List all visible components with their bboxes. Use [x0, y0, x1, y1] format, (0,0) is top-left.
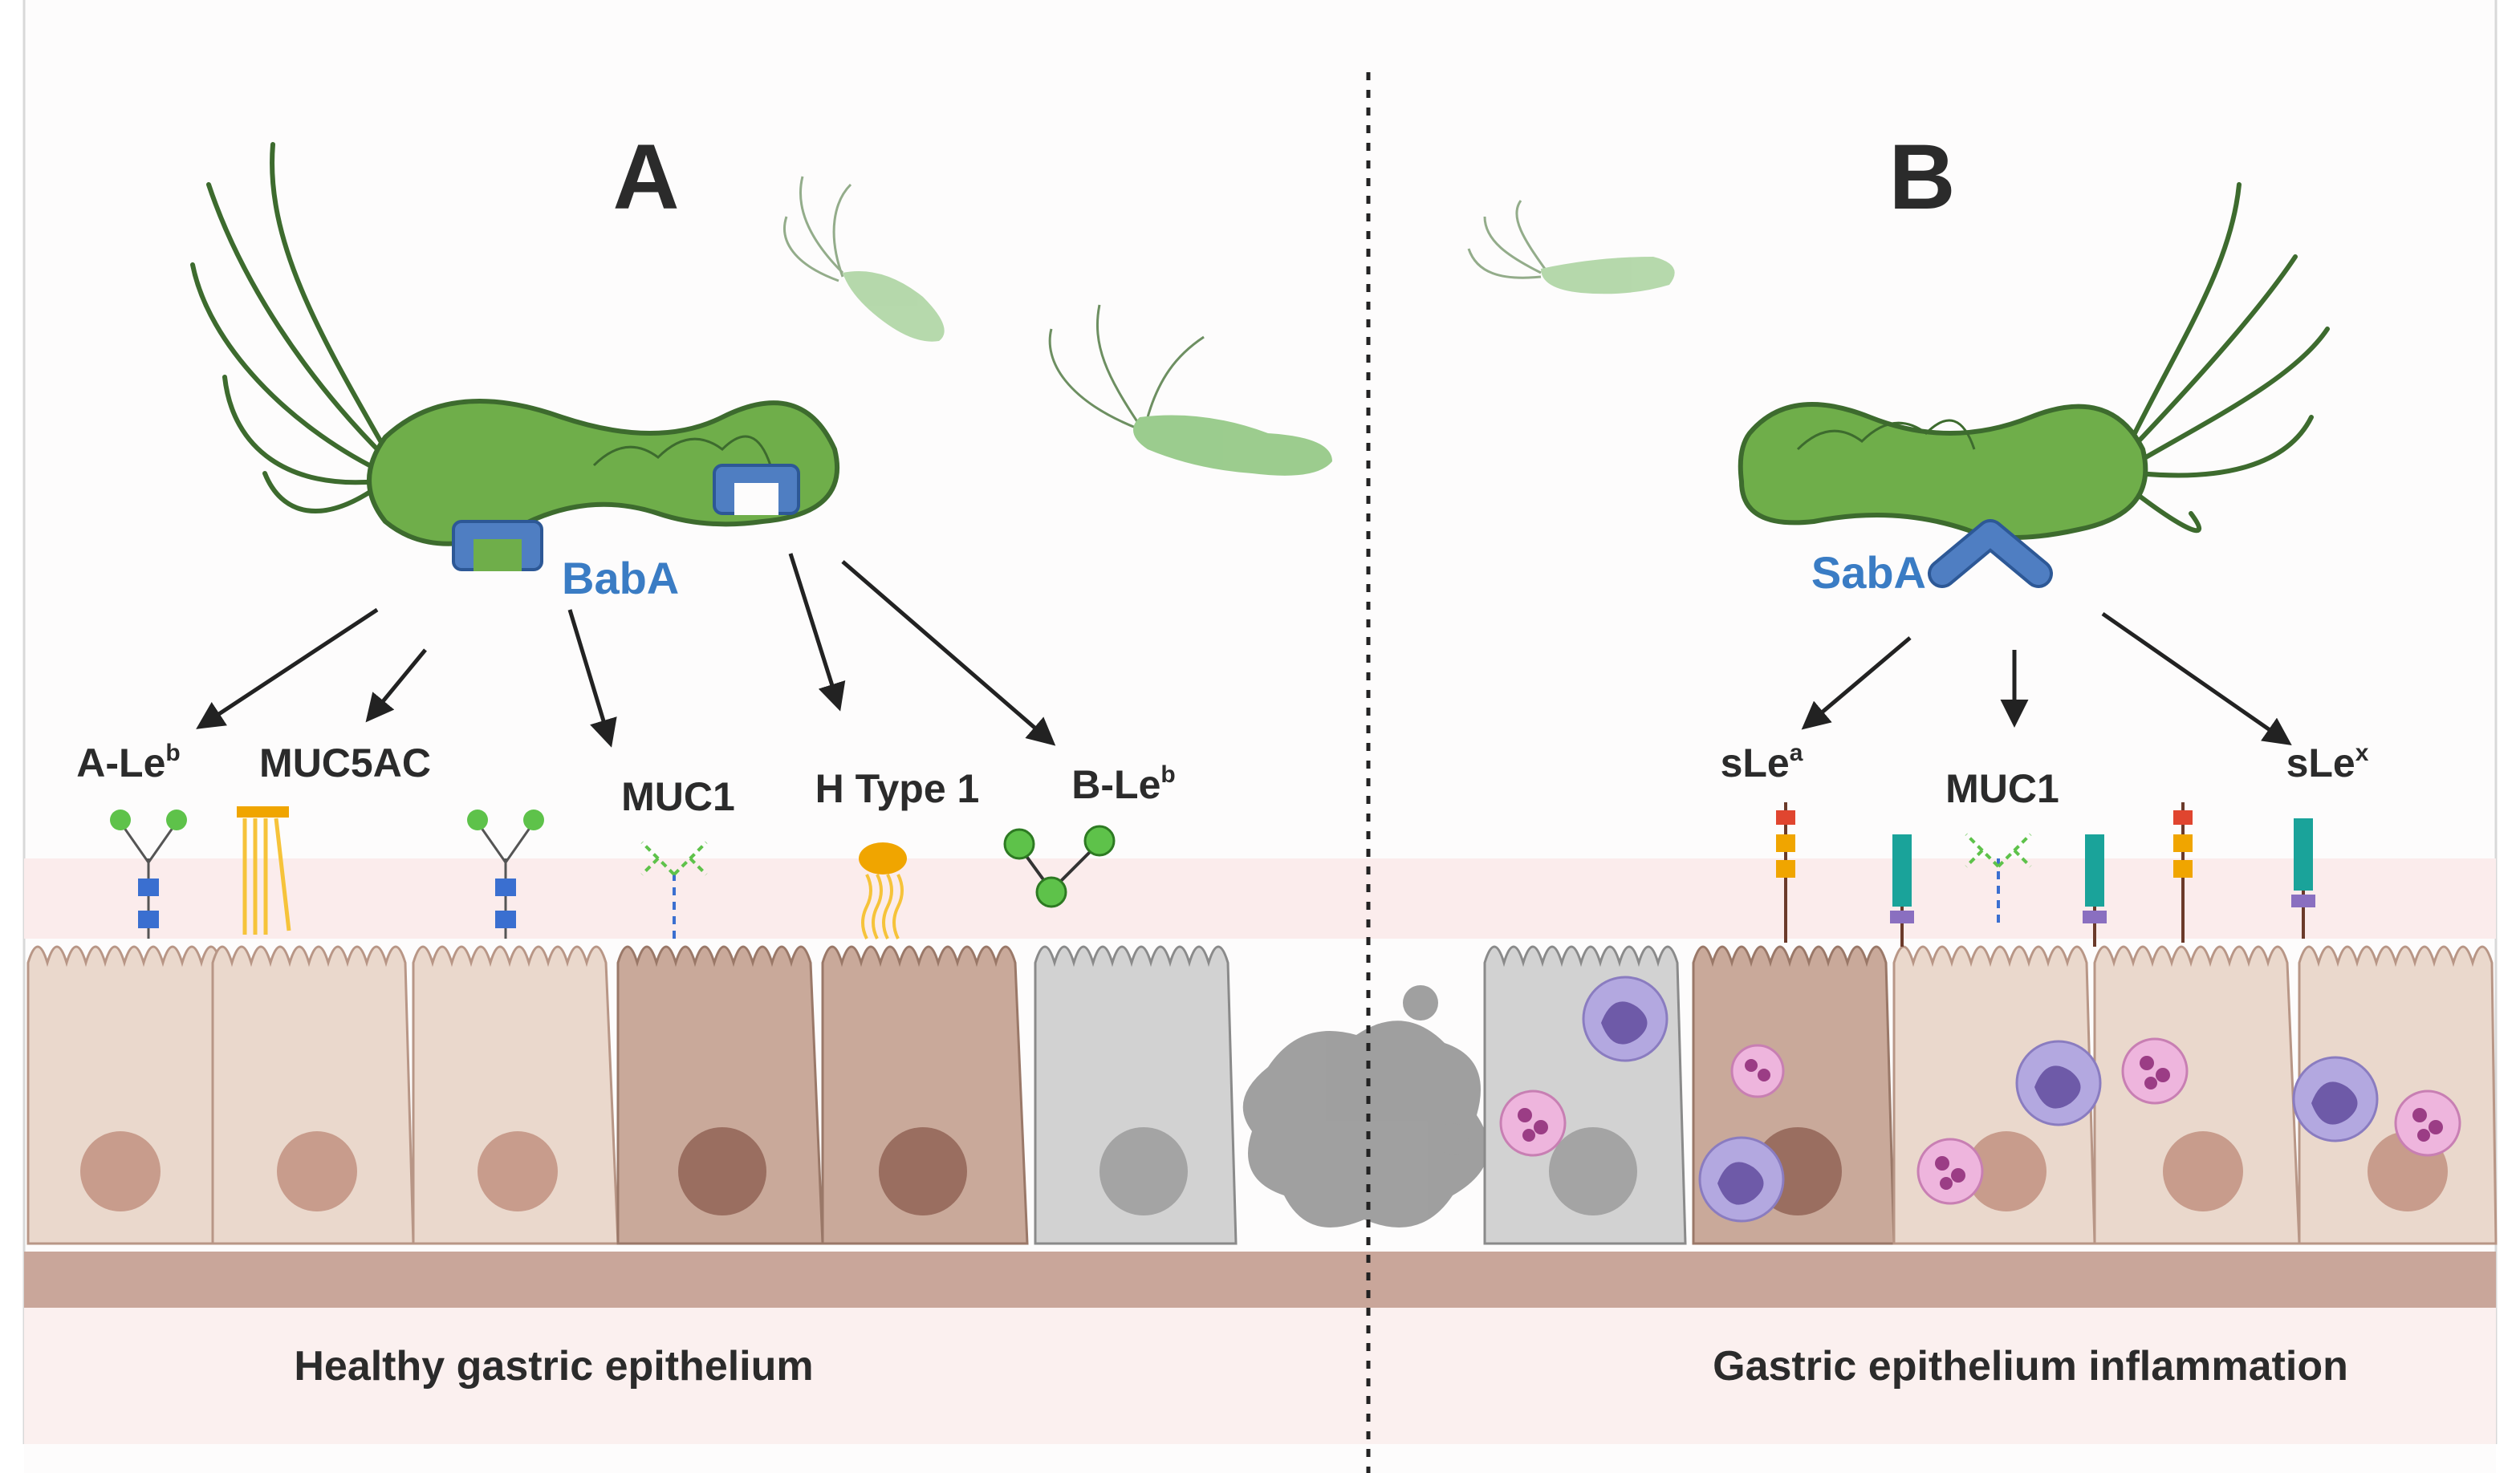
- receptor-label-slex: sLex: [2286, 740, 2369, 785]
- bacterium-faint: [783, 176, 945, 342]
- epithelial-cell: [412, 945, 620, 1245]
- receptor-b-leb-glycan: [1003, 825, 1116, 908]
- arrow: [2101, 611, 2292, 745]
- epithelial-cell: [211, 945, 415, 1245]
- receptor-muc5ac: [237, 806, 291, 935]
- flagella: [190, 142, 388, 513]
- arrows-b: [1801, 611, 2292, 745]
- epithelial-cell: [2093, 945, 2301, 1245]
- arrow: [365, 648, 427, 723]
- neutrophil: [2394, 1090, 2461, 1157]
- arrow: [1801, 636, 1912, 730]
- neutrophil: [1916, 1138, 1984, 1205]
- receptor-muc1-b: [1965, 833, 2032, 923]
- receptor-slea-2: [2173, 802, 2193, 943]
- caption-b: Gastric epithelium inflammation: [1713, 1343, 2348, 1390]
- bacterium-faint: [1048, 304, 1332, 476]
- arrows-a: [196, 553, 1056, 748]
- receptor-label-muc1-b: MUC1: [1945, 766, 2059, 811]
- epithelial-cell-dark: [821, 945, 1029, 1245]
- receptor-a-leb-glycan: [110, 810, 187, 939]
- arrow: [788, 553, 846, 712]
- mucus-layer: [24, 858, 2496, 939]
- bacterium-faint: [1467, 200, 1675, 294]
- bacterium-b: [1738, 182, 2330, 588]
- receptor-label-muc1-a: MUC1: [621, 774, 735, 819]
- saba-label: SabA: [1811, 547, 1926, 598]
- arrow: [841, 560, 1056, 746]
- neutrophil: [1730, 1044, 1785, 1098]
- receptor-slea: [1776, 802, 1795, 943]
- receptor-a-leb-glycan-2: [467, 810, 544, 939]
- receptor-h-type-1: [859, 842, 907, 939]
- epithelial-cell: [26, 945, 222, 1245]
- macrophage: [2015, 1040, 2102, 1126]
- neutrophil: [1499, 1090, 1567, 1157]
- receptor-sialyl-glycan: [1890, 834, 1914, 947]
- panel-a-label: A: [612, 126, 679, 229]
- macrophage: [2292, 1056, 2379, 1142]
- epithelium-a: [26, 945, 1238, 1245]
- macrophage: [1582, 976, 1668, 1062]
- receptor-label-a-leb: A-Leb: [76, 740, 180, 785]
- arrow: [567, 609, 617, 748]
- baba-label: BabA: [562, 553, 679, 603]
- panel-b-label: B: [1888, 126, 1955, 229]
- flagella: [2128, 182, 2330, 534]
- neutrophil: [2121, 1037, 2189, 1105]
- arrow: [196, 607, 379, 729]
- receptor-label-h-type-1: H Type 1: [815, 766, 980, 811]
- epithelial-cell-dark: [616, 945, 824, 1245]
- submucosa: [24, 1308, 2496, 1444]
- immune-cells: [1499, 976, 2461, 1223]
- epithelial-cell-grey: [1034, 945, 1238, 1245]
- caption-a: Healthy gastric epithelium: [294, 1343, 813, 1390]
- macrophage: [1698, 1136, 1785, 1223]
- receptor-sialyl-glycan-2: [2083, 834, 2107, 947]
- receptor-muc1-a: [640, 841, 708, 939]
- basement-membrane: [24, 1252, 2496, 1308]
- receptor-label-b-leb: B-Leb: [1071, 761, 1175, 807]
- receptor-slex: [2291, 818, 2315, 939]
- bacterium-a: [190, 142, 840, 571]
- receptor-label-slea: sLea: [1721, 740, 1803, 785]
- cell-debris: [1242, 985, 1489, 1228]
- receptor-label-muc5ac: MUC5AC: [259, 741, 431, 785]
